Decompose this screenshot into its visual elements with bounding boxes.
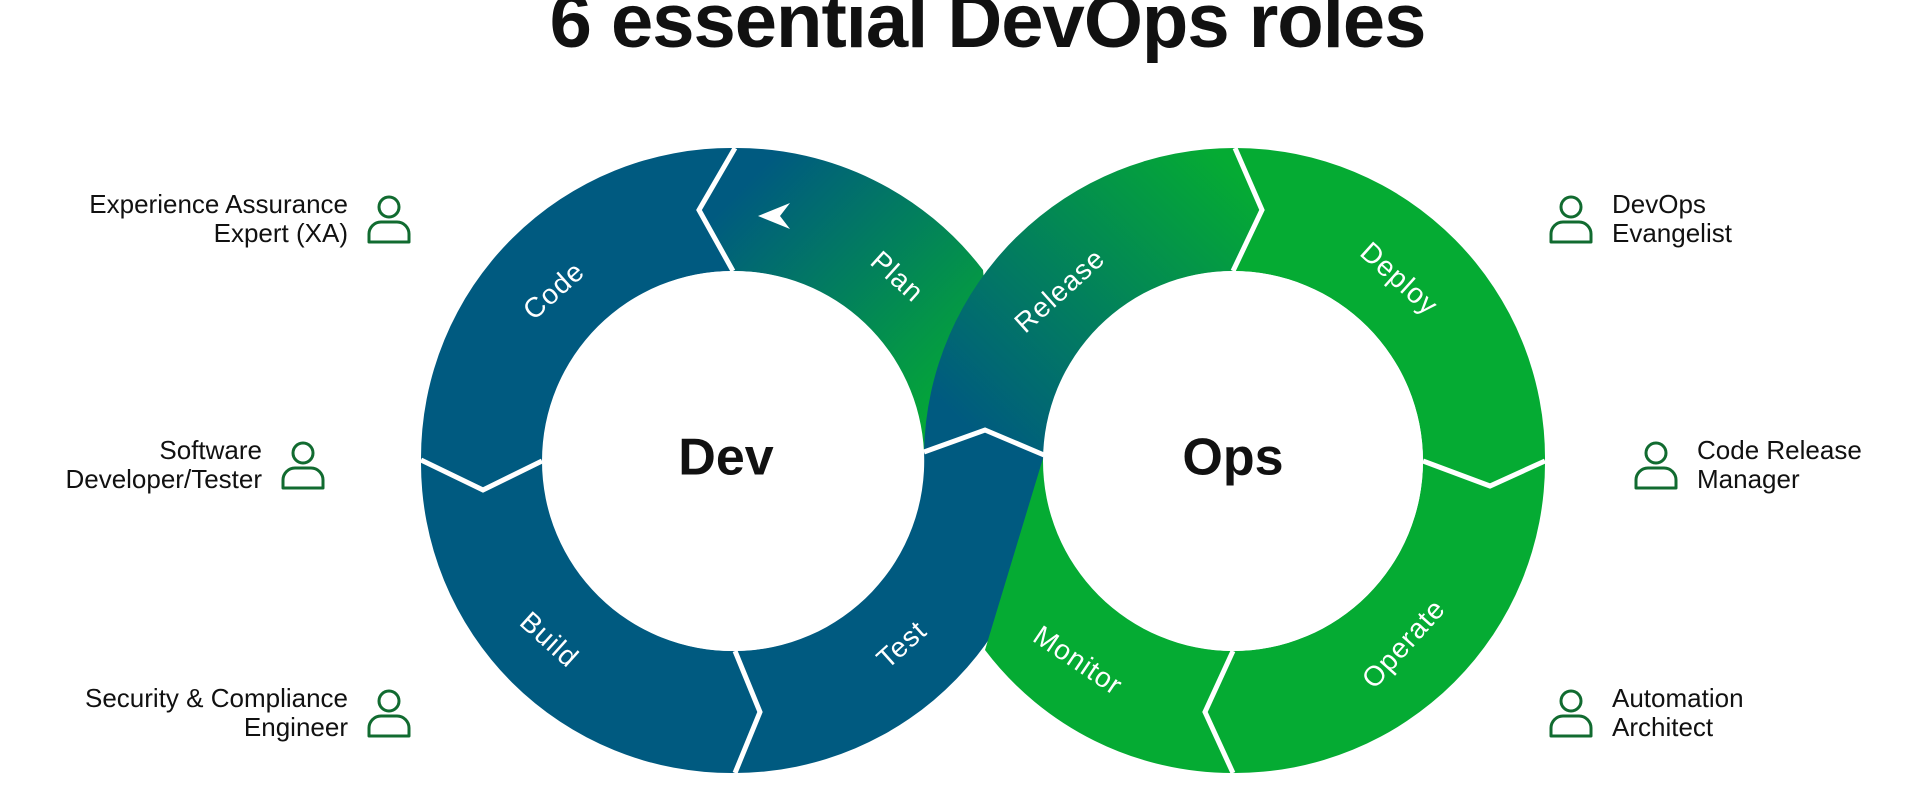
segment-build — [420, 460, 760, 774]
role-xa-line1: Experience Assurance — [89, 189, 348, 219]
segment-plan — [699, 147, 992, 452]
person-icon — [367, 689, 411, 738]
dev-hub — [543, 271, 923, 651]
role-evangelist-line2: Evangelist — [1612, 218, 1732, 248]
role-security-line1: Security & Compliance — [85, 683, 348, 713]
person-icon — [1634, 441, 1678, 490]
role-release-manager-line2: Manager — [1697, 464, 1800, 494]
role-evangelist-label: DevOps Evangelist — [1612, 190, 1732, 248]
arrowhead-icon — [758, 203, 790, 229]
segment-separators — [419, 146, 1547, 775]
hub-label-ops: Ops — [1182, 429, 1283, 487]
segment-code — [420, 147, 735, 490]
role-developer: Software Developer/Tester — [65, 436, 326, 494]
segment-deploy — [1233, 147, 1546, 486]
role-evangelist-line1: DevOps — [1612, 189, 1706, 219]
person-icon — [367, 195, 411, 244]
role-evangelist: DevOps Evangelist — [1548, 190, 1732, 248]
hub-label-dev: Dev — [678, 429, 773, 487]
segment-monitor — [985, 455, 1233, 774]
role-security-label: Security & Compliance Engineer — [85, 684, 348, 742]
role-xa-label: Experience Assurance Expert (XA) — [89, 190, 348, 248]
segment-test — [735, 430, 1045, 773]
role-xa: Experience Assurance Expert (XA) — [89, 190, 412, 248]
role-automation-line2: Architect — [1612, 712, 1714, 742]
page-title: 6 essential DevOps roles — [549, 0, 1427, 64]
role-release-manager-line1: Code Release — [1697, 435, 1862, 465]
role-developer-label: Software Developer/Tester — [65, 436, 262, 494]
person-icon — [1549, 195, 1593, 244]
ops-hub — [1043, 271, 1423, 651]
role-security-line2: Engineer — [243, 712, 348, 742]
role-security: Security & Compliance Engineer — [85, 684, 412, 742]
person-icon — [1549, 689, 1593, 738]
role-xa-line2: Expert (XA) — [213, 218, 348, 248]
role-developer-line1: Software — [159, 435, 262, 465]
person-icon — [281, 441, 325, 490]
segment-operate — [1205, 461, 1546, 774]
role-automation-line1: Automation — [1612, 683, 1744, 713]
segment-release — [924, 147, 1262, 456]
role-developer-line2: Developer/Tester — [65, 464, 262, 494]
role-release-manager: Code Release Manager — [1633, 436, 1862, 494]
role-release-manager-label: Code Release Manager — [1697, 436, 1862, 494]
role-automation-label: Automation Architect — [1612, 684, 1744, 742]
role-automation: Automation Architect — [1548, 684, 1744, 742]
